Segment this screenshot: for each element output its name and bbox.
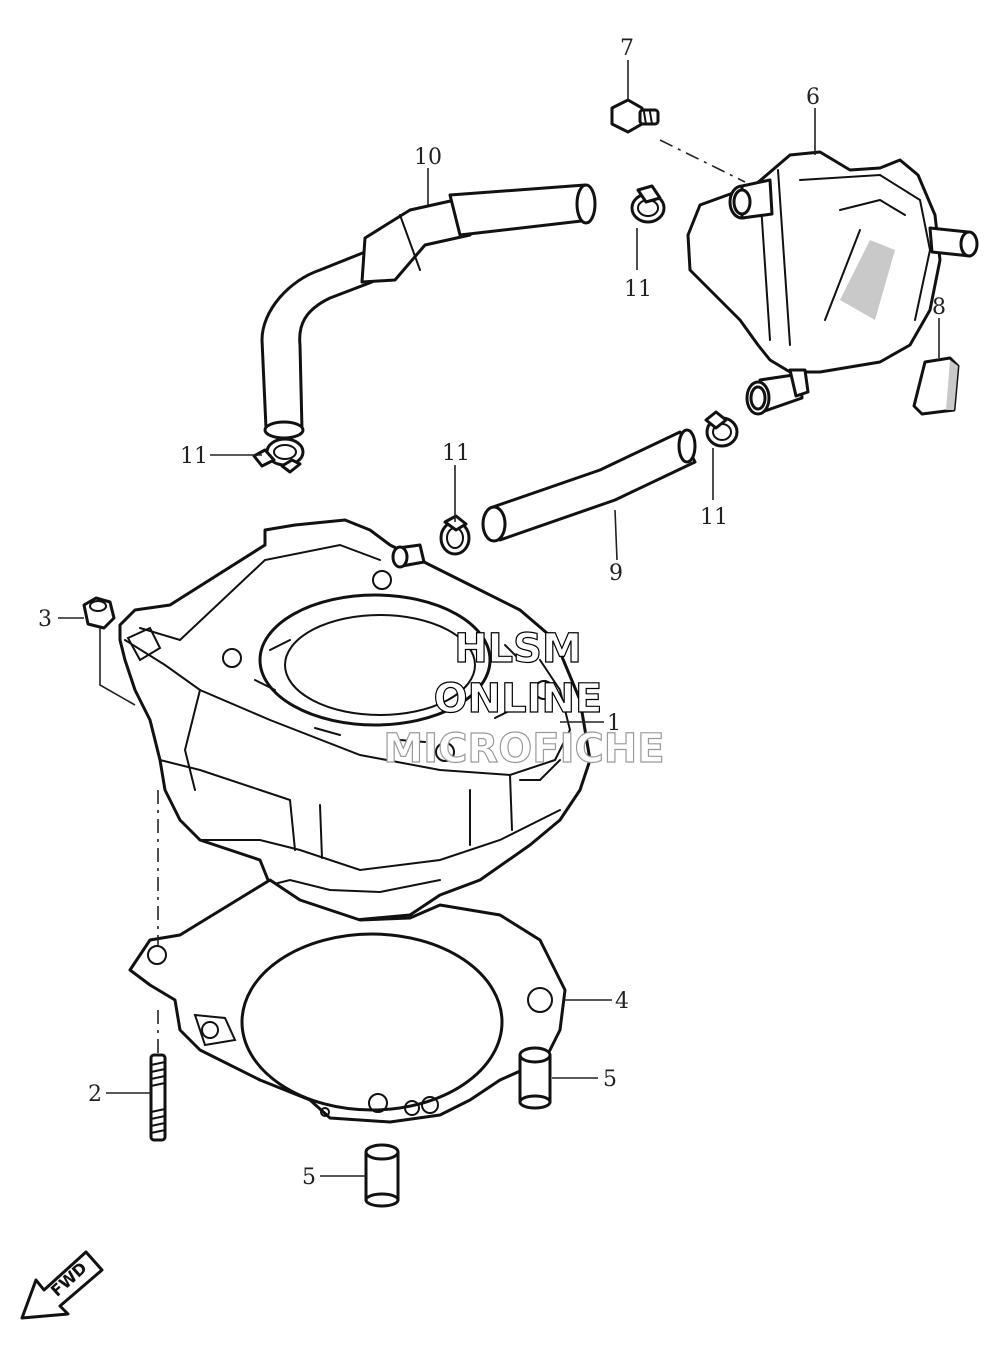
callout-6: 6 (806, 85, 820, 110)
dowel-part-5-bottom (364, 1143, 400, 1208)
callout-11-middle: 11 (442, 441, 470, 466)
stud-part-2 (149, 1053, 167, 1142)
watermark-line-1: HLSM (454, 626, 582, 672)
dowel-part-5-right (518, 1046, 552, 1110)
clamp-part-11-right (704, 410, 739, 448)
callout-11-top: 11 (624, 277, 652, 302)
callout-7: 7 (620, 36, 634, 61)
clamp-part-11-left (252, 437, 305, 474)
clamp-part-11-top (630, 184, 666, 224)
hose-part-10 (260, 183, 597, 440)
callout-11-right: 11 (700, 505, 728, 530)
callout-3: 3 (38, 607, 52, 632)
callout-5-right: 5 (603, 1067, 617, 1092)
watermark-line-3: MICROFICHE (383, 726, 664, 772)
gasket-part-4 (128, 878, 567, 1124)
callout-5-bottom: 5 (302, 1165, 316, 1190)
hose-part-9 (481, 428, 697, 543)
cylinder-part-1 (118, 518, 592, 922)
watermark-line-2: ONLINE (434, 676, 603, 722)
callout-2: 2 (88, 1082, 102, 1107)
fwd-arrow-icon: FWD (20, 1250, 104, 1320)
nut-part-3 (82, 596, 116, 630)
callout-1: 1 (607, 711, 621, 736)
callout-9: 9 (609, 561, 623, 586)
callout-8: 8 (932, 295, 946, 320)
bolt-part-7 (610, 98, 660, 134)
pad-part-8 (912, 356, 960, 416)
callout-10: 10 (414, 145, 442, 170)
callout-4: 4 (615, 989, 629, 1014)
reservoir-tank-part-6 (686, 150, 979, 416)
callout-11-left: 11 (180, 444, 208, 469)
